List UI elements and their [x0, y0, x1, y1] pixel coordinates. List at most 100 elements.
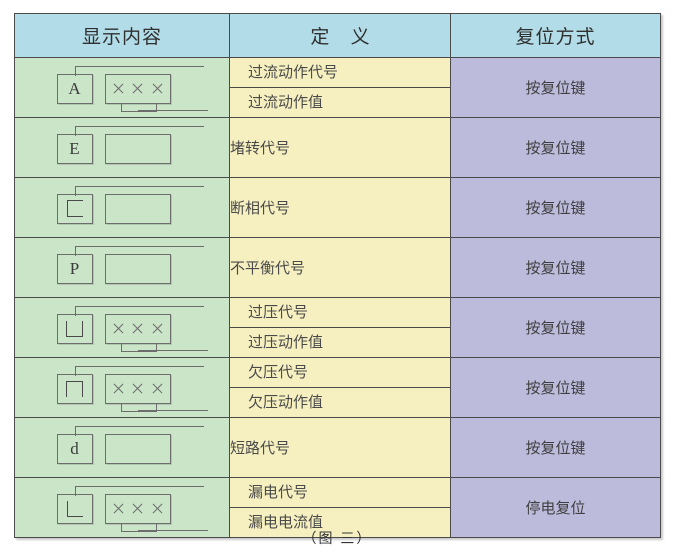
table-row: P 不平衡代号按复位键: [14, 237, 661, 298]
table-row: 欠压代号欠压动作值按复位键: [14, 357, 661, 418]
display-cell: A: [14, 57, 230, 118]
display-cell: d: [14, 417, 230, 478]
display-glyph: [35, 182, 210, 234]
leader-bracket: [120, 523, 157, 532]
glyph-value-box: [104, 433, 171, 464]
glyph-letter-box: [56, 193, 93, 224]
display-cell: [14, 177, 230, 238]
reset-cell: 按复位键: [450, 297, 661, 358]
reset-cell: 停电复位: [450, 477, 661, 538]
header-definition-label: 定 义: [310, 27, 378, 48]
cross-icon: [151, 323, 163, 335]
leader-bracket: [120, 403, 157, 412]
glyph-value-box: [104, 193, 171, 224]
definition-cell-split: 欠压代号欠压动作值: [229, 357, 451, 418]
reset-cell: 按复位键: [450, 357, 661, 418]
table-header-row: 显示内容 定 义 复位方式: [14, 13, 661, 58]
reset-cell: 按复位键: [450, 177, 661, 238]
definition-subrow: 过流动作值: [248, 94, 324, 111]
reset-cell: 按复位键: [450, 237, 661, 298]
definition-subrow: 过压动作值: [248, 334, 324, 351]
header-reset: 复位方式: [450, 13, 661, 58]
table-row: 漏电代号漏电电流值停电复位: [14, 477, 661, 538]
definition-cell-split: 过流动作代号过流动作值: [229, 57, 451, 118]
definition-cell-split: 过压代号过压动作值: [229, 297, 451, 358]
leader-line-top: [74, 365, 204, 376]
glyph-letter-box: [56, 313, 93, 344]
header-definition: 定 义: [229, 13, 451, 58]
definition-subrow: 过压代号: [230, 298, 450, 328]
glyph-l-bracket-icon: [66, 500, 83, 517]
reset-cell: 按复位键: [450, 417, 661, 478]
glyph-value-box: [104, 133, 171, 164]
leader-bracket: [120, 103, 157, 112]
definition-subrow: 欠压动作值: [248, 394, 324, 411]
display-cell: [14, 297, 230, 358]
cross-icon: [112, 83, 124, 95]
cross-icon: [151, 503, 163, 515]
definition-cell: 堵转代号: [229, 117, 451, 178]
display-glyph: [35, 482, 210, 534]
cross-icon: [131, 383, 143, 395]
table-row: 过压代号过压动作值按复位键: [14, 297, 661, 358]
leader-line-top: [74, 305, 204, 316]
cross-icon: [151, 383, 163, 395]
glyph-letter-box: P: [56, 253, 93, 284]
display-cell: P: [14, 237, 230, 298]
cross-icon: [112, 383, 124, 395]
glyph-value-box: [104, 313, 171, 344]
cross-icon: [151, 83, 163, 95]
display-glyph: [35, 362, 210, 414]
cross-icon: [131, 83, 143, 95]
display-glyph: E: [35, 122, 210, 174]
leader-line-top: [74, 245, 204, 256]
reset-cell: 按复位键: [450, 57, 661, 118]
cross-icon: [131, 323, 143, 335]
figure-caption: （图 三）: [302, 530, 373, 546]
cross-icon: [131, 503, 143, 515]
leader-line-top: [74, 125, 204, 136]
definition-subrow: 过流动作代号: [230, 58, 450, 88]
table-row: E 堵转代号按复位键: [14, 117, 661, 178]
glyph-letter-box: E: [56, 133, 93, 164]
leader-line-top: [74, 485, 204, 496]
glyph-n-bracket-icon: [66, 380, 83, 397]
reset-cell: 按复位键: [450, 117, 661, 178]
display-glyph: A: [35, 62, 210, 114]
leader-line-bottom: [137, 349, 208, 351]
glyph-value-box: [104, 493, 171, 524]
definition-subrow: 漏电代号: [230, 478, 450, 508]
display-cell: [14, 357, 230, 418]
leader-line-top: [74, 65, 204, 76]
leader-line-top: [74, 425, 204, 436]
glyph-letter-box: [56, 493, 93, 524]
glyph-value-box: [104, 373, 171, 404]
glyph-letter-box: [56, 373, 93, 404]
leader-line-bottom: [137, 409, 208, 411]
definition-cell-split: 漏电代号漏电电流值: [229, 477, 451, 538]
display-glyph: [35, 302, 210, 354]
display-glyph: d: [35, 422, 210, 474]
glyph-c-bracket-icon: [66, 200, 83, 218]
glyph-value-box: [104, 73, 171, 104]
header-display: 显示内容: [14, 13, 230, 58]
definition-cell: 短路代号: [229, 417, 451, 478]
glyph-u-bracket-icon: [66, 320, 83, 337]
cross-icon: [112, 503, 124, 515]
glyph-letter-box: A: [56, 73, 93, 104]
definition-cell: 不平衡代号: [229, 237, 451, 298]
definition-subrow: 欠压代号: [230, 358, 450, 388]
leader-line-bottom: [137, 529, 208, 531]
display-glyph: P: [35, 242, 210, 294]
glyph-value-box: [104, 253, 171, 284]
cross-icon: [112, 323, 124, 335]
definition-cell: 断相代号: [229, 177, 451, 238]
table-row: 断相代号按复位键: [14, 177, 661, 238]
table-row: d 短路代号按复位键: [14, 417, 661, 478]
glyph-letter-box: d: [56, 433, 93, 464]
definition-subrow: 漏电电流值: [248, 514, 324, 531]
